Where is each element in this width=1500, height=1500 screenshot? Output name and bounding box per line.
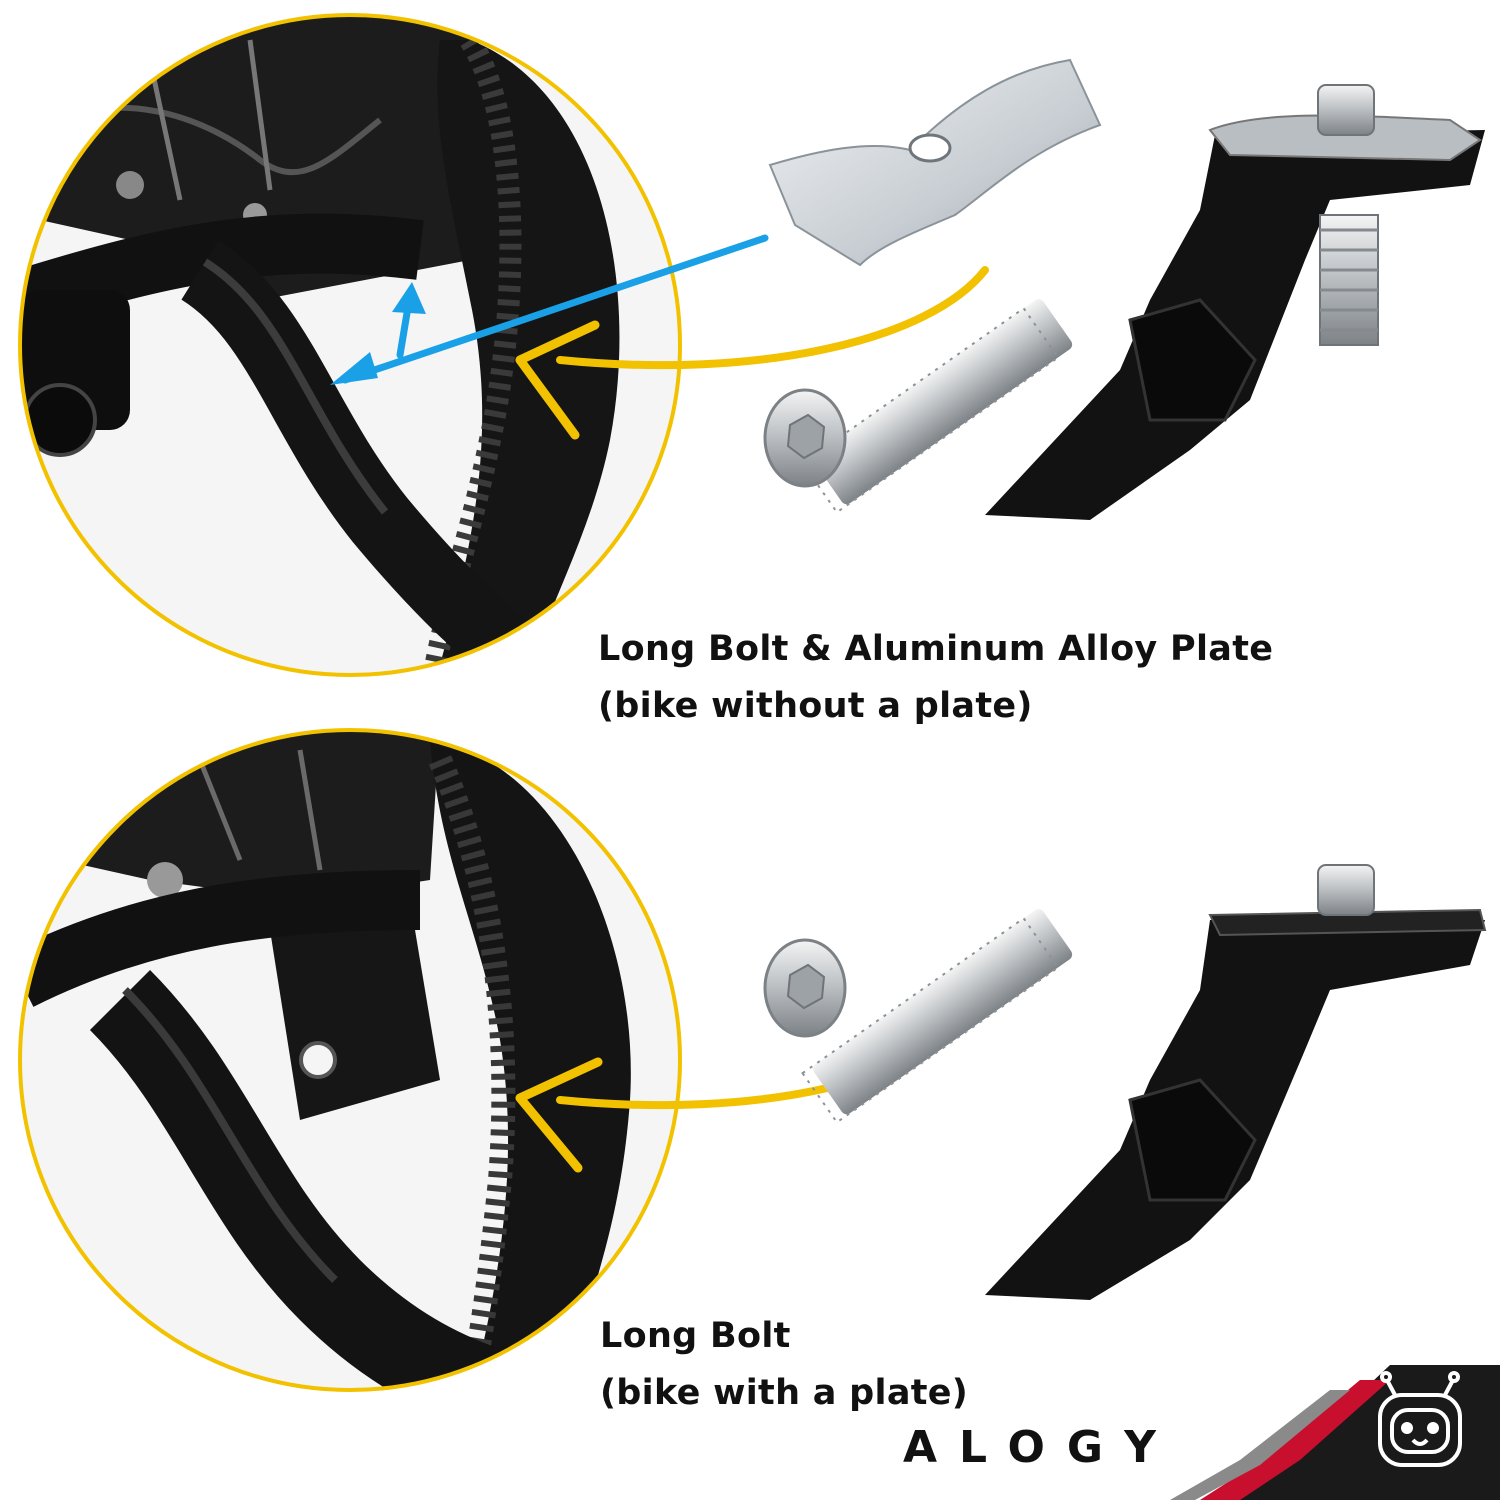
top-caption-line2: (bike without a plate): [598, 686, 1033, 726]
top-yellow-arrow: [556, 266, 989, 370]
bottom-yellow-arrowhead: [515, 1057, 603, 1173]
top-caption-line1: Long Bolt & Aluminum Alloy Plate: [598, 629, 1274, 669]
brand-corner: [1170, 1365, 1500, 1500]
top-callout-circle: [18, 13, 682, 677]
long-bolt-bottom: [763, 909, 1073, 1124]
bottom-callout-circle: [18, 728, 682, 1392]
bottom-caption: Long Bolt (bike with a plate): [600, 1308, 968, 1422]
top-blue-arrowhead-1: [330, 352, 378, 385]
alloy-plate: [768, 58, 1102, 267]
robot-mascot-icon: [1378, 1371, 1462, 1467]
bottom-caption-line1: Long Bolt: [600, 1316, 791, 1356]
top-frame-photo: [20, 15, 680, 675]
top-blue-arrowhead-2: [392, 282, 426, 314]
brand-wordmark: ALOGY: [903, 1422, 1178, 1473]
bottom-caption-line2: (bike with a plate): [600, 1373, 969, 1413]
top-caption: Long Bolt & Aluminum Alloy Plate (bike w…: [598, 621, 1273, 735]
bottom-frame-photo: [20, 730, 680, 1390]
kickstand-bottom: [985, 864, 1487, 1300]
kickstand-top: [985, 84, 1485, 520]
top-yellow-arrowhead: [515, 320, 600, 440]
